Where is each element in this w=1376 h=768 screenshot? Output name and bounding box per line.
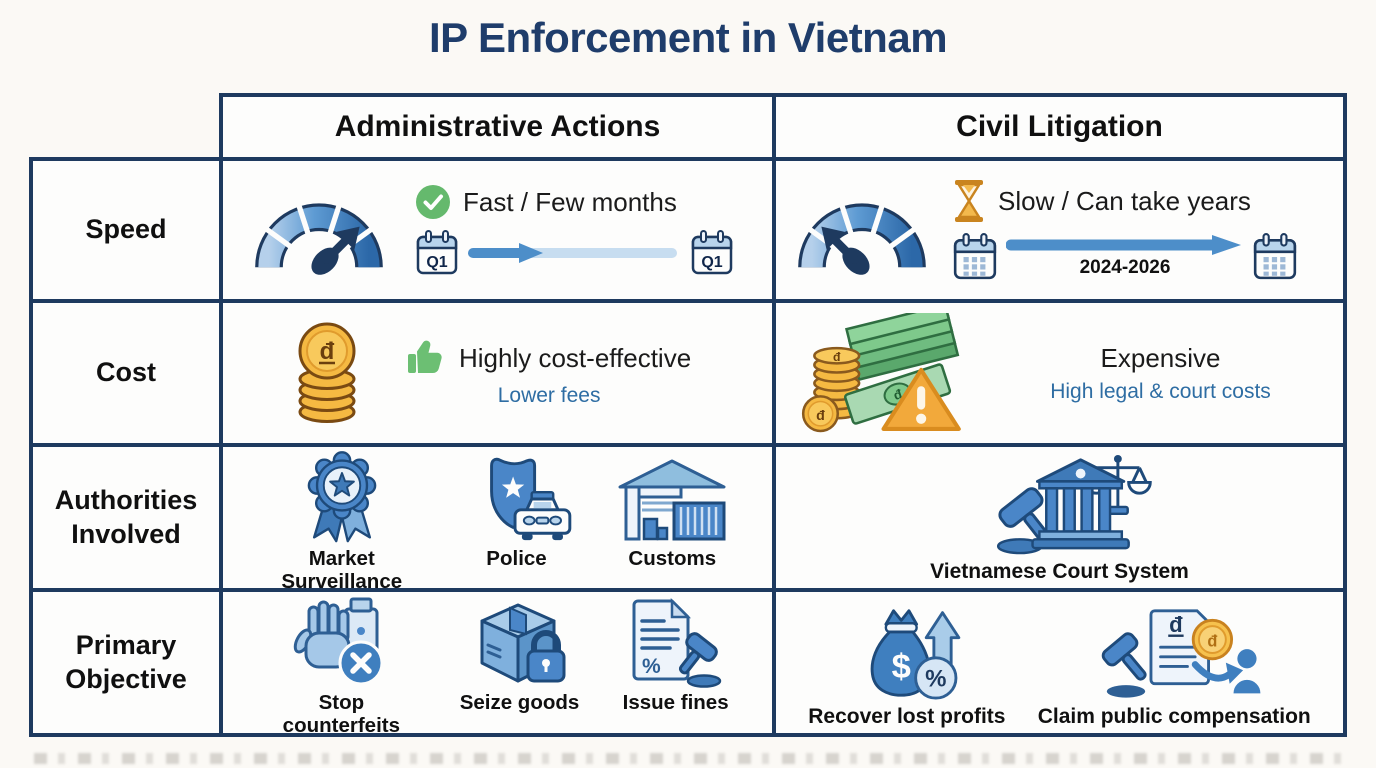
column-header-civil-label: Civil Litigation [956, 110, 1163, 143]
speed-admin-timeline: Q1 Q1 [415, 230, 734, 276]
speed-civil-timeline-label: 2024-2026 [1079, 257, 1171, 278]
svg-text:đ: đ [816, 408, 825, 424]
svg-text:%: % [925, 665, 946, 692]
calendar-grid-icon [953, 233, 997, 280]
courthouse-gavel-scales-icon [996, 454, 1152, 555]
calendar-q1-icon: Q1 [416, 230, 458, 275]
row-label-cost: Cost [29, 299, 223, 447]
svg-text:đ: đ [1208, 632, 1218, 650]
cropped-bottom-text-strip [34, 753, 1342, 764]
thumbs-up-icon [408, 340, 442, 373]
objective-item: Stop counterfeits [266, 595, 416, 738]
svg-text:đ: đ [320, 338, 335, 365]
long-arrow-icon [1006, 235, 1241, 255]
speed-civil-timeline: 2024-2026 [952, 233, 1298, 281]
police-badge-car-icon [489, 457, 571, 541]
cell-authorities-administrative: Market Surveillance [219, 443, 776, 594]
cell-objective-civil: $ % Recover lost profits đ [772, 588, 1347, 737]
check-circle-icon [416, 185, 450, 219]
cell-cost-civil: đ đ đ Expensive High legal & court costs [772, 299, 1347, 447]
objective-item: Seize goods [460, 595, 579, 715]
rosette-badge-icon [307, 451, 377, 543]
column-header-civil: Civil Litigation [772, 93, 1347, 161]
cost-civil-headline: Expensive [1100, 342, 1221, 373]
cell-authorities-civil: Vietnamese Court System [772, 443, 1347, 592]
authority-item: Customs [616, 449, 728, 571]
speedometer-fast-icon [255, 201, 383, 275]
column-header-administrative: Administrative Actions [219, 93, 776, 161]
svg-text:đ: đ [833, 350, 841, 364]
page-title: IP Enforcement in Vietnam [428, 14, 948, 61]
authority-item: Vietnamese Court System [930, 452, 1189, 584]
calendar-q1-icon: Q1 [691, 230, 733, 275]
speed-civil-headline: Slow / Can take years [998, 185, 1251, 216]
objective-item: % Issue fines [623, 595, 729, 715]
cell-speed-administrative: Fast / Few months Q1 [219, 157, 776, 303]
cost-civil-subtext: High legal & court costs [1050, 379, 1271, 403]
money-bag-growth-icon: $ % [870, 609, 961, 700]
fine-document-gavel-icon: % [632, 598, 721, 688]
row-label-authorities: Authorities Involved [29, 443, 223, 592]
svg-text:đ: đ [1169, 612, 1183, 637]
calendar-grid-icon [1253, 233, 1297, 280]
authority-item: Market Surveillance [267, 449, 417, 594]
svg-text:Q1: Q1 [701, 254, 722, 271]
short-arrow-long-line-icon [468, 243, 677, 263]
speed-admin-headline: Fast / Few months [463, 186, 677, 217]
hourglass-icon [955, 180, 983, 222]
cell-objective-administrative: Stop counterfeits [219, 588, 776, 737]
column-header-administrative-label: Administrative Actions [334, 110, 661, 143]
objective-item: đ đ [1038, 605, 1311, 729]
objective-item: $ % Recover lost profits [808, 605, 1005, 729]
stop-hand-product-icon [294, 597, 384, 686]
speedometer-slow-icon [798, 201, 926, 275]
row-label-objective: Primary Objective [29, 588, 223, 737]
sealed-box-padlock-icon [480, 603, 566, 683]
cost-admin-headline: Highly cost-effective [459, 342, 692, 373]
dong-coin-stack-icon: đ [298, 322, 356, 423]
svg-text:%: % [642, 655, 661, 678]
cell-cost-administrative: đ Highly cost-effective Lower fees [219, 299, 776, 447]
cell-speed-civil: Slow / Can take years [772, 157, 1347, 303]
authority-item: Police [461, 449, 573, 571]
money-pile-warning-icon: đ đ đ [801, 313, 961, 433]
svg-text:Q1: Q1 [426, 254, 447, 271]
row-label-speed: Speed [29, 157, 223, 303]
svg-text:$: $ [891, 648, 910, 686]
compensation-award-transfer-icon: đ đ [1101, 609, 1261, 698]
cost-admin-subtext: Lower fees [497, 384, 601, 407]
customs-warehouse-container-icon [618, 459, 726, 541]
